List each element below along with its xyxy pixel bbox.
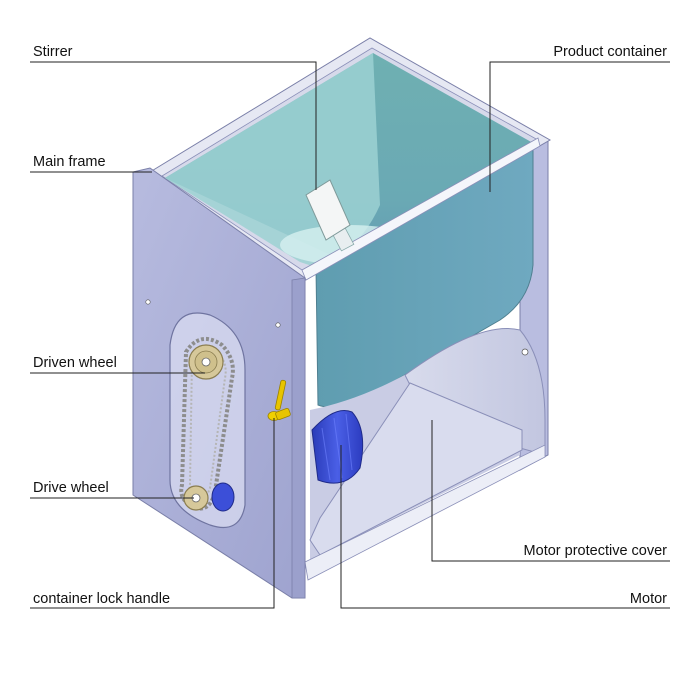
labels: Stirrer Product container Main frame Dri…: [33, 44, 667, 607]
chain: [179, 336, 235, 511]
label-driven-wheel: Driven wheel: [33, 355, 117, 371]
stirrer-blade: [305, 179, 351, 241]
label-stirrer: Stirrer: [33, 44, 73, 60]
label-drive-wheel: Drive wheel: [33, 480, 109, 496]
frame-hole-right: [521, 348, 529, 356]
driven-wheel: [188, 344, 224, 380]
drive-wheel: [183, 482, 235, 512]
label-main-frame: Main frame: [33, 154, 106, 170]
chain-guard: [169, 312, 246, 529]
frame-hole: [275, 322, 281, 328]
leader-container-lock-handle: [30, 418, 275, 609]
label-motor-protective-cover: Motor protective cover: [524, 543, 668, 559]
chain-inner: [188, 347, 227, 500]
leader-lines: [30, 61, 670, 609]
mixer-machine: [132, 37, 552, 599]
stirrer: [305, 179, 355, 252]
container-rim-lip: [301, 137, 541, 281]
leader-product-container: [489, 61, 670, 192]
motor-protective-cover: [404, 327, 546, 456]
frame-front-edge: [291, 277, 306, 599]
label-product-container: Product container: [553, 44, 667, 60]
label-motor: Motor: [630, 591, 667, 607]
leader-motor: [340, 445, 670, 609]
chain-drive: [179, 336, 235, 511]
frame-hole: [145, 299, 151, 305]
leader-stirrer: [30, 61, 317, 190]
leader-motor-protective-cover: [431, 420, 670, 562]
label-container-lock-handle: container lock handle: [33, 591, 170, 607]
bottom-tray-edge: [304, 444, 546, 581]
motor-body: [311, 410, 364, 484]
